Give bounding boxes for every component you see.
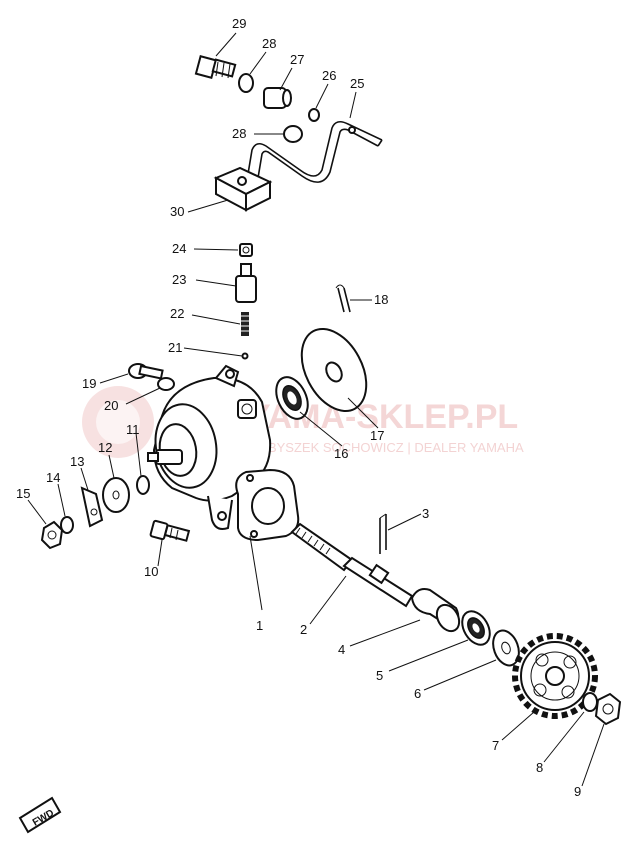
part-bolt-29 [194, 55, 237, 79]
callout-28b: 28 [232, 126, 246, 141]
part-washer-28b [283, 125, 303, 143]
part-gasket-1 [235, 468, 300, 542]
part-bolt-10 [149, 519, 191, 542]
callout-14: 14 [46, 470, 60, 485]
part-screw-19 [128, 363, 164, 380]
leader-lines [27, 32, 605, 787]
part-washer-8 [582, 692, 598, 712]
fwd-direction-badge: FWD [18, 796, 62, 834]
part-washer-20 [157, 377, 175, 391]
part-key-3 [379, 513, 387, 554]
part-bearing-5 [461, 610, 491, 646]
part-washer-6 [492, 629, 520, 667]
part-nut-15 [40, 520, 64, 550]
part-oring-11 [136, 475, 150, 495]
watermark-subtitle: ZBYSZEK SOCHOWICZ | DEALER YAMAHA [260, 440, 524, 455]
part-collar-4 [410, 588, 461, 633]
callout-19: 19 [82, 376, 96, 391]
callout-16: 16 [334, 446, 348, 461]
callout-6: 6 [414, 686, 421, 701]
callout-10: 10 [144, 564, 158, 579]
part-oring-26 [308, 108, 320, 122]
callout-5: 5 [376, 668, 383, 683]
part-worm-shaft-2 [290, 522, 414, 608]
callout-13: 13 [70, 454, 84, 469]
callout-21: 21 [168, 340, 182, 355]
callout-28: 28 [262, 36, 276, 51]
part-sleeve-27 [263, 87, 292, 109]
part-gear-7 [512, 633, 598, 719]
callout-8: 8 [536, 760, 543, 775]
part-nut-24 [239, 243, 253, 257]
callout-18: 18 [374, 292, 388, 307]
part-washer-12 [102, 477, 130, 513]
callout-4: 4 [338, 642, 345, 657]
callout-29: 29 [232, 16, 246, 31]
part-bearing-16 [275, 376, 309, 420]
callout-27: 27 [290, 52, 304, 67]
callout-7: 7 [492, 738, 499, 753]
part-pump-body [147, 364, 272, 530]
part-nut-9 [594, 692, 622, 726]
callout-25: 25 [350, 76, 364, 91]
part-plate-13 [80, 486, 104, 528]
callout-12: 12 [98, 440, 112, 455]
part-pin-18 [335, 284, 351, 313]
callout-11: 11 [126, 422, 140, 437]
part-plunger-23 [235, 263, 257, 303]
callout-30: 30 [170, 204, 184, 219]
part-lockwasher-14 [60, 516, 74, 534]
part-pipe-25 [245, 120, 383, 191]
callout-15: 15 [16, 486, 30, 501]
callout-22: 22 [170, 306, 184, 321]
part-ball-21 [241, 352, 249, 360]
callout-20: 20 [104, 398, 118, 413]
part-spring-22 [240, 312, 250, 336]
callout-23: 23 [172, 272, 186, 287]
part-banjo-block-30 [213, 166, 273, 212]
callout-1: 1 [256, 618, 263, 633]
callout-labels: 1 2 3 4 5 6 7 8 9 10 11 12 13 14 15 16 1… [16, 16, 581, 799]
callout-17: 17 [370, 428, 384, 443]
part-washer-28 [238, 73, 254, 93]
callout-9: 9 [574, 784, 581, 799]
callout-2: 2 [300, 622, 307, 637]
callout-26: 26 [322, 68, 336, 83]
callout-3: 3 [422, 506, 429, 521]
callout-24: 24 [172, 241, 186, 256]
part-disc-17 [300, 327, 368, 413]
